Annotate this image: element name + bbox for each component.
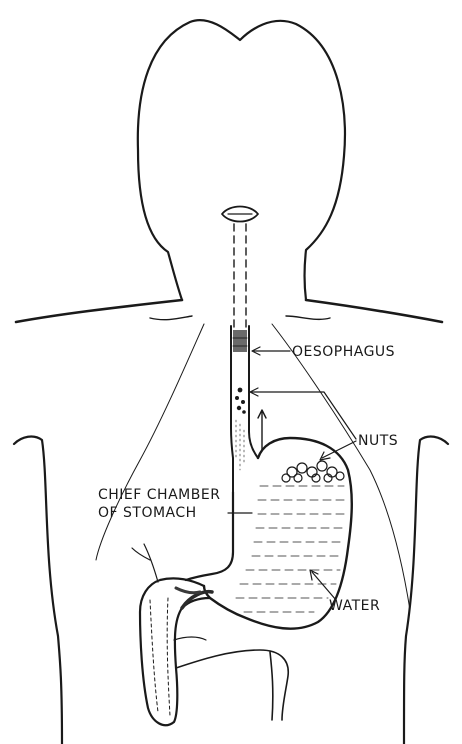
head-outline <box>138 20 345 300</box>
nuts-label: NUTS <box>358 432 398 450</box>
chief-chamber-label-line2: OF STOMACH <box>98 504 220 522</box>
oesophagus-label: OESOPHAGUS <box>292 343 395 361</box>
left-collarbone <box>150 316 192 320</box>
thoracic-contour <box>96 324 204 560</box>
bile-duct <box>132 544 158 582</box>
nuts-cluster <box>282 461 344 482</box>
right-collarbone <box>286 316 330 319</box>
water-leader <box>312 572 336 600</box>
duodenum <box>140 578 212 725</box>
left-arm-outline <box>14 437 62 744</box>
right-arm-outline <box>404 437 448 744</box>
chief-chamber-label-line1: CHIEF CHAMBER <box>98 486 220 504</box>
chief-chamber-label: CHIEF CHAMBER OF STOMACH <box>98 486 220 522</box>
nuts-leader-upper <box>252 392 356 439</box>
water-label: WATER <box>329 597 380 615</box>
lower-intestine <box>176 650 288 720</box>
